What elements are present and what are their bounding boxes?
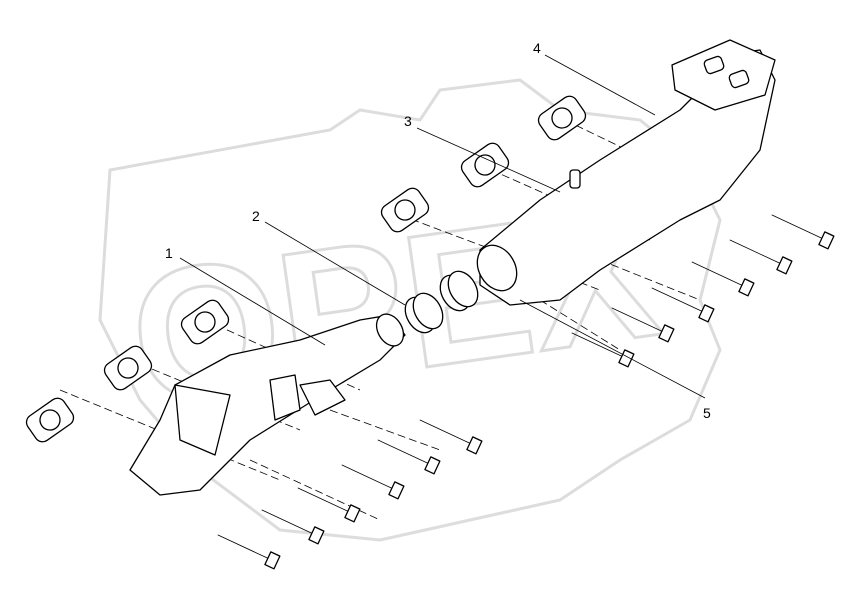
bolt bbox=[729, 239, 793, 275]
bolt bbox=[771, 214, 835, 250]
gaskets bbox=[25, 95, 587, 443]
gasket bbox=[380, 187, 430, 233]
sealing-rings bbox=[404, 270, 479, 334]
bolt bbox=[297, 487, 361, 523]
manifold-rear-section bbox=[476, 39, 776, 306]
callout-2: 2 bbox=[252, 208, 260, 224]
gasket bbox=[537, 95, 587, 141]
leader-lines bbox=[179, 54, 706, 399]
gasket bbox=[180, 299, 230, 345]
bolt bbox=[691, 261, 755, 297]
manifold-front-section bbox=[129, 313, 406, 496]
callout-3: 3 bbox=[404, 113, 412, 129]
gasket bbox=[103, 345, 153, 391]
bolt bbox=[571, 332, 635, 368]
callouts: 1 2 3 4 5 bbox=[165, 40, 711, 421]
callout-5: 5 bbox=[703, 405, 711, 421]
bolt bbox=[651, 287, 715, 323]
callout-4: 4 bbox=[533, 40, 541, 56]
gasket bbox=[460, 142, 510, 188]
bolt bbox=[261, 509, 325, 545]
bolt bbox=[341, 464, 405, 500]
bolt bbox=[419, 419, 483, 455]
watermark-gear bbox=[98, 78, 722, 542]
bolts bbox=[217, 214, 835, 570]
bolt bbox=[217, 534, 281, 570]
bolt bbox=[611, 307, 675, 343]
gasket bbox=[25, 397, 75, 443]
callout-1: 1 bbox=[165, 245, 173, 261]
bolt bbox=[377, 439, 441, 475]
